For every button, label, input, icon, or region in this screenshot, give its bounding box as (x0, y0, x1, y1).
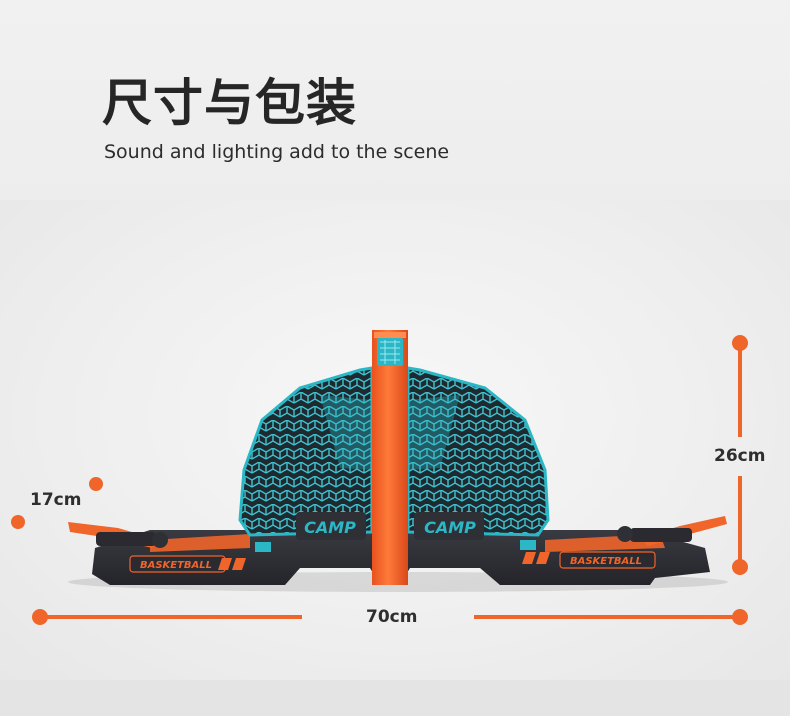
width-dimension (32, 609, 748, 625)
left-net (238, 366, 374, 540)
depth-label: 17cm (30, 490, 82, 510)
depth-dimension (11, 477, 103, 529)
height-dimension (732, 335, 748, 575)
page-title: 尺寸与包装 (102, 74, 357, 132)
right-launcher (617, 516, 727, 546)
page-subtitle: Sound and lighting add to the scene (104, 141, 450, 163)
right-net (406, 366, 550, 540)
floor-strip (0, 680, 790, 716)
left-basketball-text: BASKETBALL (140, 560, 212, 571)
height-label: 26cm (714, 446, 766, 466)
right-basketball-text: BASKETBALL (570, 556, 642, 567)
center-pole (372, 330, 408, 585)
right-camp-logo: CAMP (424, 518, 476, 537)
width-label: 70cm (366, 607, 418, 627)
header-background (0, 0, 790, 200)
left-camp-logo: CAMP (304, 518, 356, 537)
left-launcher (68, 522, 168, 548)
